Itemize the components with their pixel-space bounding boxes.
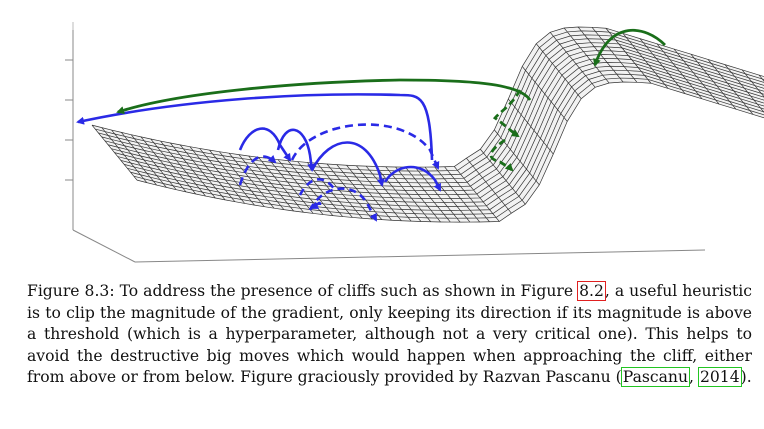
blue-hop-2 <box>276 128 316 172</box>
surface-grid-line <box>405 166 451 223</box>
caption-suffix: ). <box>740 368 752 387</box>
surface-grid-line <box>189 146 236 202</box>
blue-hop-3 <box>310 141 385 187</box>
surface-grid-line <box>160 140 206 197</box>
blue-dashed-1 <box>238 154 277 186</box>
green-dashed-1 <box>492 89 522 138</box>
plateau-grid-line <box>647 78 764 116</box>
surface-grid-line <box>549 32 596 88</box>
figure-reference-link[interactable]: 8.2 <box>577 281 606 301</box>
surface-grid-line <box>336 164 383 220</box>
blue-hop-4 <box>383 165 442 192</box>
surface-grid-line <box>111 129 157 186</box>
plateau-grid-line <box>618 43 764 89</box>
surface-grid-line <box>101 127 148 183</box>
plateau-grid-line <box>615 39 764 86</box>
surface-grid-line <box>316 163 363 219</box>
surface-grid-line <box>494 129 540 186</box>
surface-grid-line <box>199 148 245 204</box>
green-dashed-2 <box>489 138 514 172</box>
surface-grid-line <box>267 158 314 214</box>
surface-grid-line <box>591 27 638 83</box>
plateau-grid-line <box>634 63 764 104</box>
citation-separator: , <box>689 368 694 387</box>
surface-grid-line <box>150 138 197 195</box>
surface-grid-line <box>228 152 275 209</box>
plateau-grid-line <box>628 55 764 98</box>
plateau-grid-line <box>625 51 764 95</box>
plateau-grid-line <box>644 75 764 113</box>
surface-grid-line <box>326 163 373 220</box>
surface-grid-line <box>297 161 343 217</box>
surface-grid-line <box>454 166 500 222</box>
plateau-grid-line <box>638 67 764 107</box>
citation-year-link[interactable]: 2014 <box>697 367 742 388</box>
surface-grid-line <box>238 154 285 210</box>
surface-grid-line <box>385 166 432 222</box>
surface-grid-line <box>521 66 568 122</box>
blue-hop-1 <box>238 127 292 162</box>
surface-grid-line <box>121 132 167 188</box>
surface-grid-line <box>434 166 480 223</box>
plateau-grid-line <box>605 27 764 77</box>
blue-dashed-2 <box>290 123 440 170</box>
citation-author-link[interactable]: Pascanu <box>620 367 691 388</box>
surface-grid-line <box>356 165 402 221</box>
surface-grid-line <box>258 157 304 213</box>
figure-caption: Figure 8.3: To address the presence of c… <box>27 281 752 389</box>
surface-grid-line <box>508 98 554 155</box>
cliff-gradient-figure <box>65 22 764 263</box>
plateau-grid-line <box>650 82 764 119</box>
clipped-gradient-steps <box>76 93 442 222</box>
plateau-grid-line <box>612 35 764 83</box>
surface-grid-line <box>395 166 441 223</box>
caption-body: , a useful heuristic is to clip the magn… <box>27 282 752 387</box>
unclipped-gradient-steps <box>116 28 666 172</box>
surface-grid-line <box>375 166 422 222</box>
surface-grid-line <box>130 134 177 190</box>
surface-grid-line <box>414 166 461 223</box>
surface-grid-line <box>466 157 512 214</box>
caption-prefix: Figure 8.3: To address the presence of c… <box>27 282 579 300</box>
plateau-grid-line <box>741 69 764 98</box>
surface-grid-line <box>179 144 226 201</box>
plateau-grid-line <box>631 59 764 101</box>
blue-dashed-3 <box>298 178 337 196</box>
green-top-hop <box>593 28 666 67</box>
surface-grid-line <box>346 165 392 221</box>
plateau-grid-line <box>641 71 764 110</box>
blue-long-arrow <box>76 93 434 161</box>
surface-grid-line <box>365 165 412 222</box>
surface-grid-line <box>480 149 526 205</box>
blue-dashed-5 <box>310 201 322 210</box>
plateau-grid-line <box>609 31 764 80</box>
surface-grid-line <box>535 43 582 99</box>
surface-grid-line <box>91 124 138 181</box>
surface-grid-line <box>248 155 294 212</box>
surface-grid-line <box>563 27 610 84</box>
surface-grid-line <box>170 142 216 199</box>
surface-grid-line <box>140 136 187 193</box>
surface-grid-line <box>287 160 334 216</box>
axes <box>65 22 706 263</box>
blue-dashed-4 <box>308 187 378 222</box>
surface-grid-line <box>444 166 490 222</box>
surface-grid-line <box>209 149 255 206</box>
green-long-arrow <box>116 78 532 114</box>
